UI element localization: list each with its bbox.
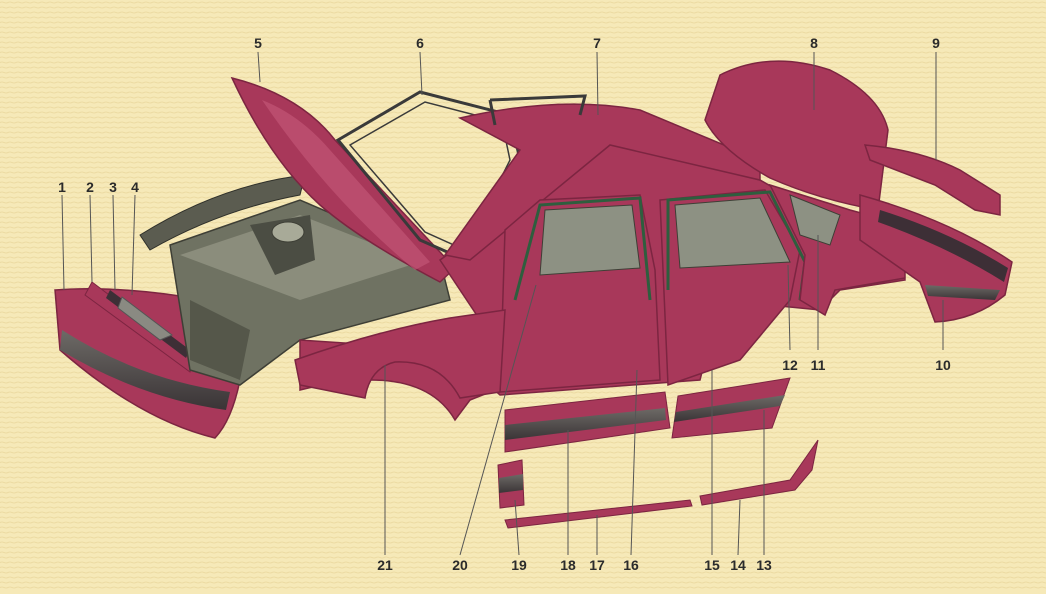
callout-15: 15	[704, 557, 720, 573]
part-rear-spoiler	[863, 144, 1001, 216]
callout-2: 2	[86, 179, 94, 195]
callout-13: 13	[756, 557, 772, 573]
callout-19: 19	[511, 557, 527, 573]
callout-21: 21	[377, 557, 393, 573]
callout-8: 8	[810, 35, 818, 51]
callout-17: 17	[589, 557, 605, 573]
part-rear-bumper	[859, 194, 1013, 323]
callout-14: 14	[730, 557, 746, 573]
front-door	[499, 194, 661, 393]
callout-11: 11	[811, 357, 826, 373]
part-front-fender	[294, 309, 506, 399]
leader-lines	[61, 51, 944, 556]
part-sill-strips	[504, 439, 819, 529]
callout-12: 12	[782, 357, 798, 373]
part-hood	[230, 76, 457, 283]
callout-labels: 1 2 3 4 5 6 7 8 9 10 11 12 13 14 15 16 1…	[58, 35, 951, 573]
part-front-door-window-seal	[513, 196, 652, 301]
callout-9: 9	[932, 35, 940, 51]
callout-18: 18	[560, 557, 576, 573]
callout-16: 16	[623, 557, 639, 573]
callout-1: 1	[58, 179, 66, 195]
rear-door	[659, 189, 801, 387]
callout-4: 4	[131, 179, 139, 195]
callout-6: 6	[416, 35, 424, 51]
part-door-moldings	[497, 377, 791, 509]
roof-rack	[488, 94, 587, 126]
callout-3: 3	[109, 179, 117, 195]
rear-quarter-window	[789, 194, 841, 246]
callout-20: 20	[452, 557, 468, 573]
part-grille-strips	[84, 281, 196, 373]
part-roof	[443, 103, 761, 261]
callout-10: 10	[935, 357, 951, 373]
callout-7: 7	[593, 35, 601, 51]
callout-5: 5	[254, 35, 262, 51]
